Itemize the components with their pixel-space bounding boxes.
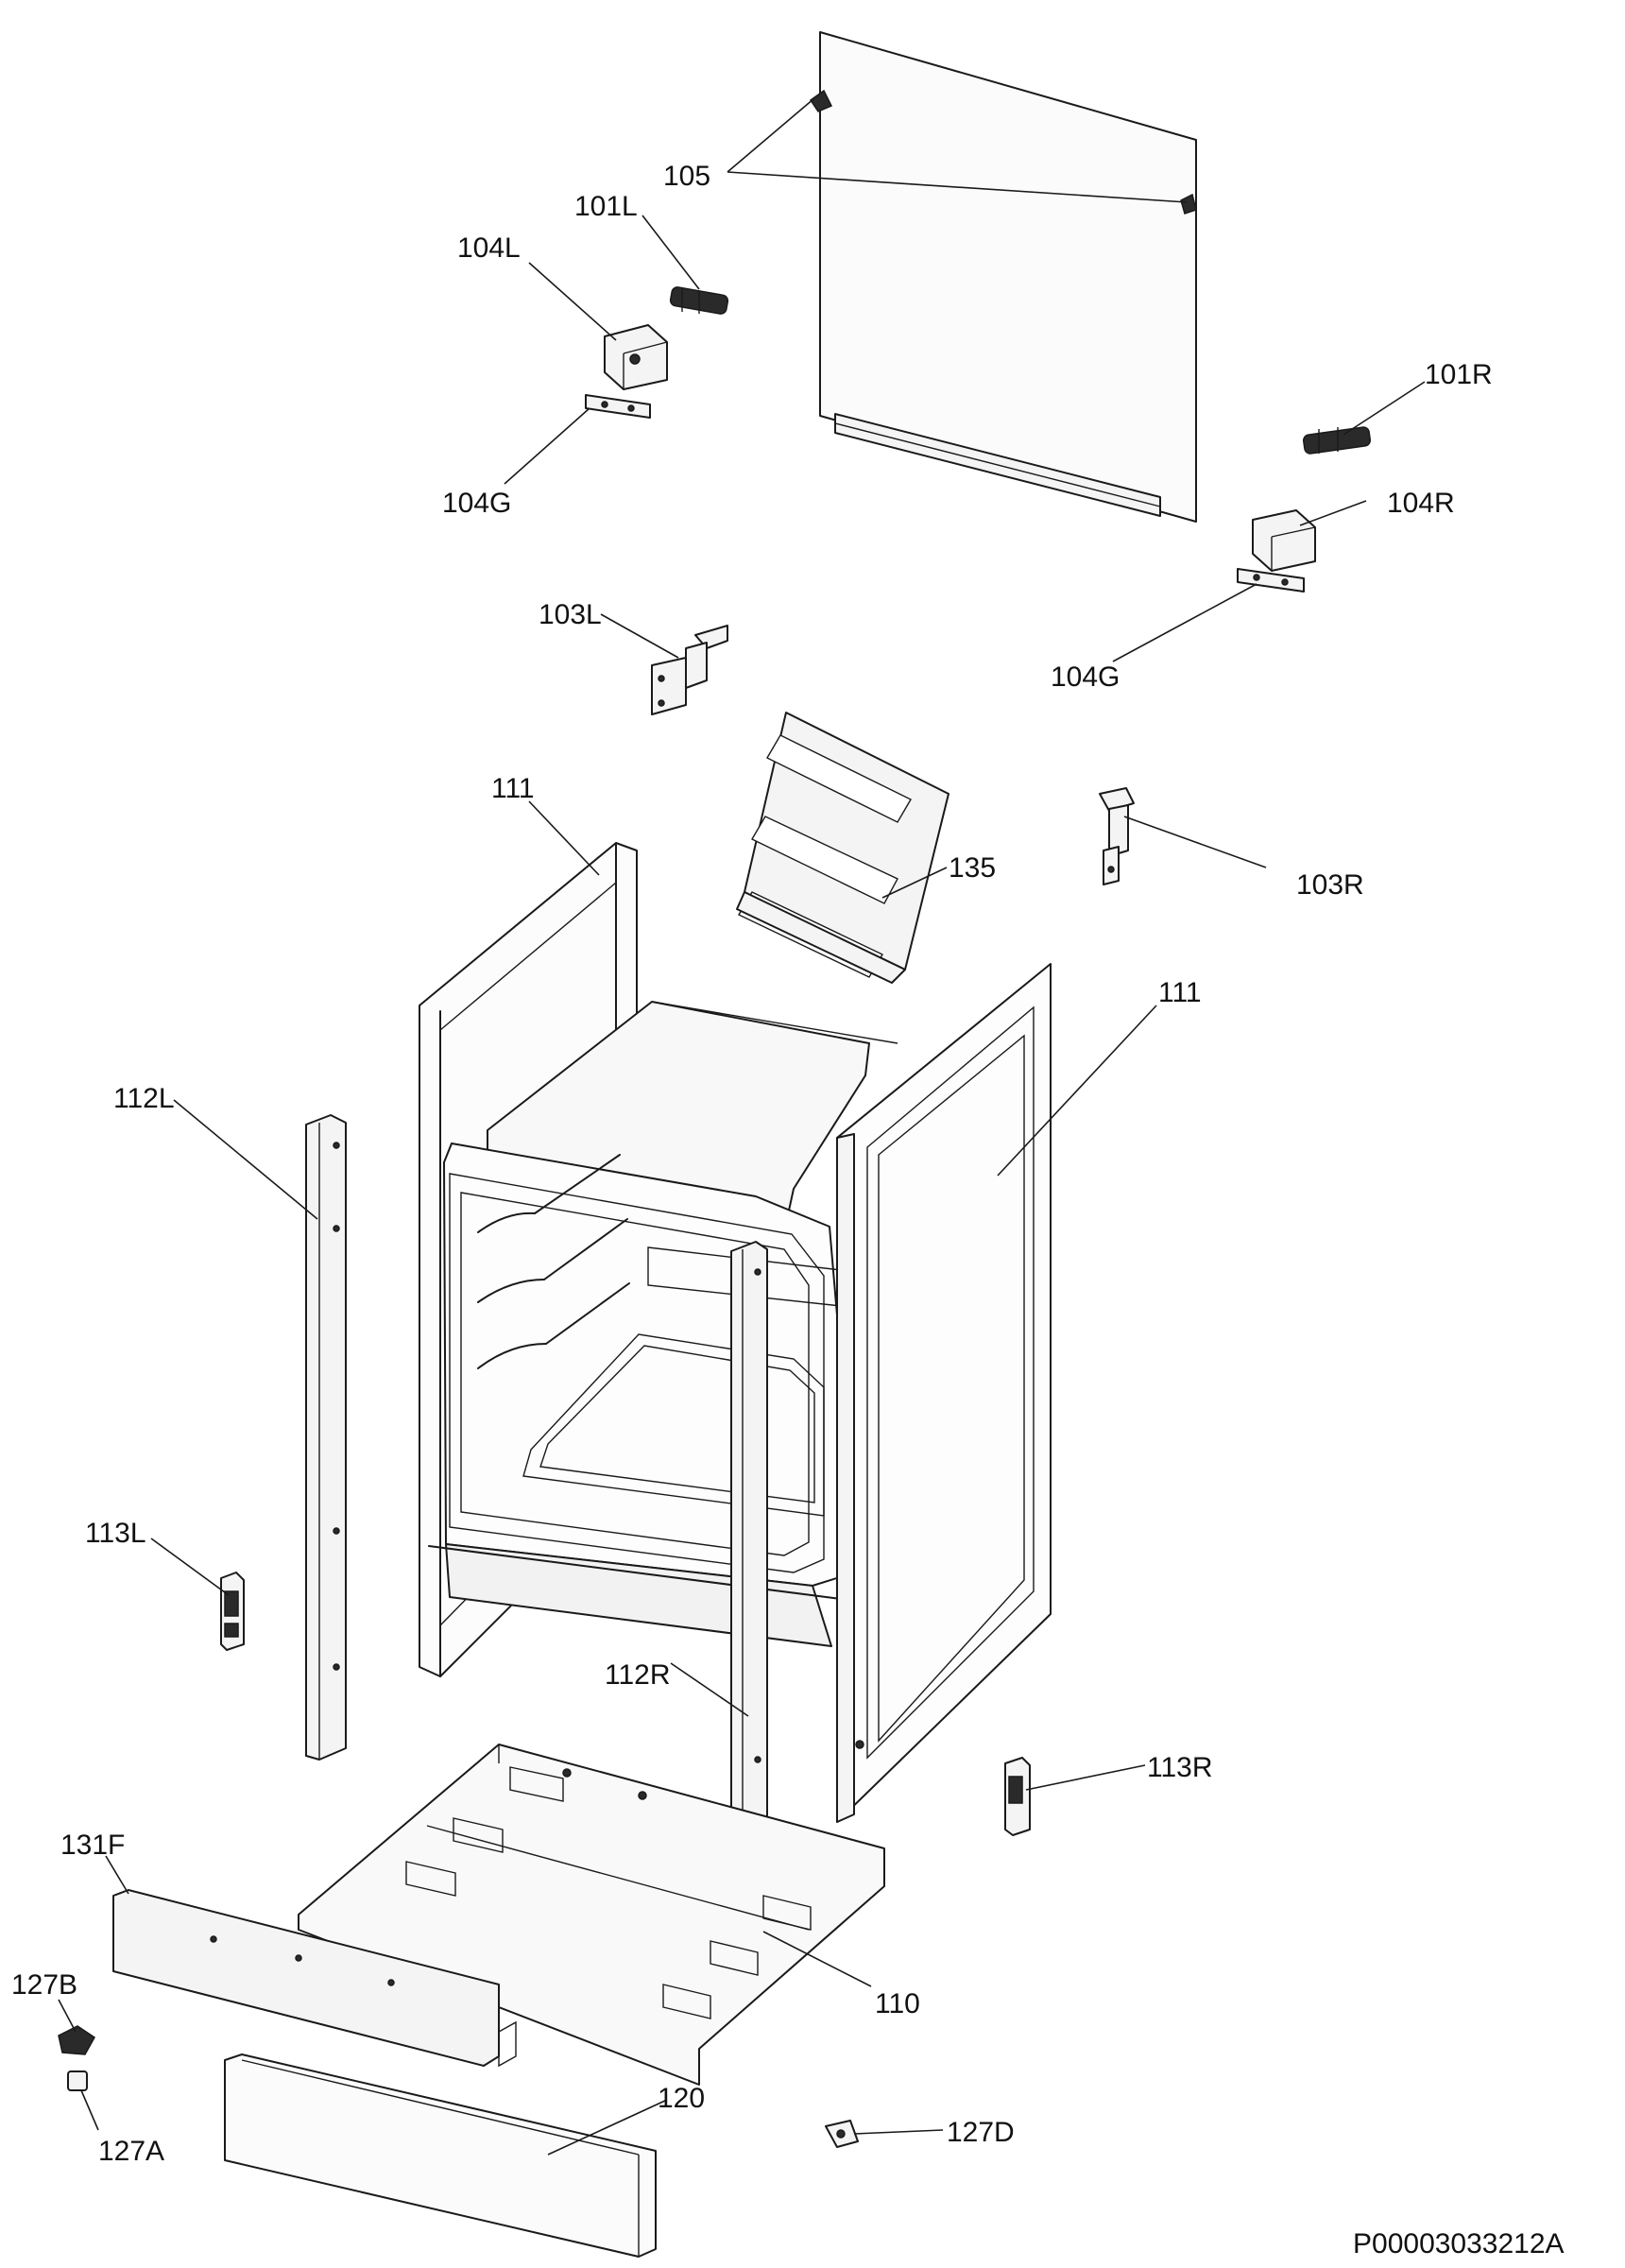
label-127d: 127D	[947, 2117, 1015, 2148]
label-110: 110	[875, 1988, 920, 2019]
hinge-plate-104g-left	[585, 394, 651, 419]
label-112r: 112R	[605, 1659, 671, 1691]
label-127a: 127A	[98, 2136, 164, 2167]
label-127b: 127B	[11, 1969, 77, 2001]
label-113l: 113L	[85, 1518, 146, 1549]
latch-113r	[1004, 1757, 1031, 1836]
hinge-pin-101l	[669, 286, 729, 315]
shelf-guide-135	[736, 712, 949, 984]
label-113r: 113R	[1147, 1752, 1213, 1783]
front-rail-131f	[112, 1889, 517, 2068]
drawer-panel-120	[224, 2053, 657, 2258]
label-104r: 104R	[1387, 488, 1455, 519]
strip-112l	[305, 1114, 347, 1761]
label-111-left: 111	[491, 773, 535, 804]
label-104g-right: 104G	[1051, 662, 1120, 693]
part-labels: 105 101L 104L 104G 101R 104R 104G 103L 1…	[11, 161, 1565, 2259]
label-120: 120	[658, 2083, 705, 2114]
label-103l: 103L	[539, 599, 602, 630]
bracket-103l	[651, 625, 728, 715]
hinge-block-104r	[1252, 509, 1316, 572]
label-104l: 104L	[457, 232, 521, 264]
hinge-pin-101r	[1302, 426, 1372, 455]
hinge-plate-104g-right	[1237, 568, 1305, 593]
clip-127b	[58, 2025, 95, 2055]
top-glass-lid	[809, 31, 1197, 523]
label-101l: 101L	[574, 191, 638, 222]
label-103r: 103R	[1296, 869, 1364, 901]
latch-113l	[220, 1572, 245, 1651]
label-111-right: 111	[1158, 977, 1202, 1008]
label-101r: 101R	[1425, 359, 1493, 390]
base-tray-110	[298, 1744, 885, 2086]
label-104g-left: 104G	[442, 488, 511, 519]
drawing-code: P00003033212A	[1353, 2228, 1565, 2259]
leader-lines	[58, 97, 1426, 2156]
label-131f: 131F	[60, 1830, 125, 1861]
bracket-103r	[1099, 787, 1135, 885]
label-105: 105	[663, 161, 710, 192]
side-panel-111-right	[836, 963, 1052, 1823]
clip-127d	[825, 2120, 859, 2148]
hinge-block-104l	[604, 324, 668, 390]
label-135: 135	[949, 852, 996, 884]
label-112l: 112L	[113, 1083, 175, 1114]
clip-127a	[67, 2070, 88, 2091]
strip-112r	[730, 1241, 768, 1887]
